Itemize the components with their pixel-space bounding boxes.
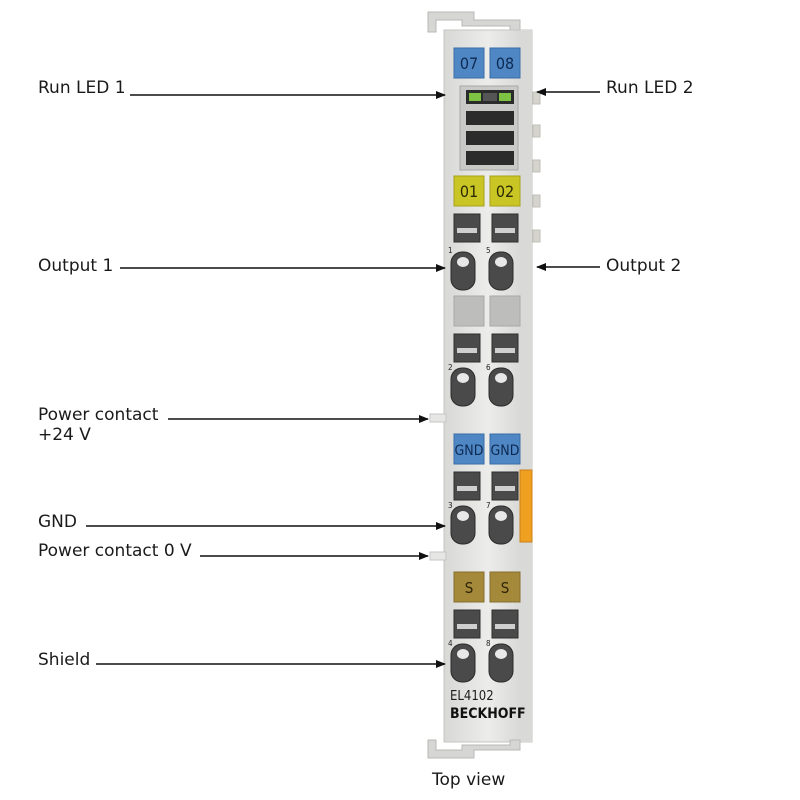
contact-number-1: 1: [448, 246, 453, 255]
contact-number-6: 6: [486, 363, 491, 372]
label-power-contact-24v-line1: Power contact: [38, 405, 159, 425]
contact-row-3: [450, 471, 519, 545]
model-label: EL4102: [450, 689, 494, 704]
label-power-contact-24v: Power contact +24 V: [38, 405, 158, 445]
output-label-02: [489, 175, 521, 207]
label-shield: Shield: [38, 650, 91, 670]
label-power-contact-24v-line2: +24 V: [38, 425, 91, 445]
gnd-label-right-text: GND: [491, 443, 520, 459]
label-output-1: Output 1: [38, 256, 114, 276]
output-label-01: [453, 175, 485, 207]
contact-number-4: 4: [448, 639, 453, 648]
shield-label-left-text: S: [465, 579, 474, 597]
shield-label-left: [453, 571, 485, 603]
contact-number-7: 7: [486, 501, 491, 510]
led-label-08-text: 08: [496, 54, 514, 73]
shield-label-right: [489, 571, 521, 603]
output-label-02-text: 02: [496, 182, 514, 201]
contact-row-4: [450, 609, 519, 683]
run-led-1: [469, 93, 481, 101]
output-label-01-text: 01: [460, 182, 478, 201]
contact-row-2: [450, 333, 519, 407]
blank-label-left: [453, 295, 485, 327]
brand-label: BECKHOFF: [450, 706, 526, 722]
run-led-2: [499, 93, 511, 101]
label-run-led-2: Run LED 2: [606, 78, 694, 98]
gnd-label-right: [489, 433, 521, 465]
contact-number-3: 3: [448, 501, 453, 510]
contact-number-8: 8: [486, 639, 491, 648]
label-power-contact-0v: Power contact 0 V: [38, 541, 192, 561]
led-label-08: [489, 47, 521, 79]
contact-number-5: 5: [486, 246, 491, 255]
led-label-07-text: 07: [460, 54, 478, 73]
led-label-07: [453, 47, 485, 79]
led-window: [459, 85, 519, 171]
label-output-2: Output 2: [606, 256, 682, 276]
shield-label-right-text: S: [501, 579, 510, 597]
contact-row-1: [450, 213, 519, 291]
power-contact-24v: [429, 413, 447, 423]
blank-label-right: [489, 295, 521, 327]
bottom-clip: [427, 739, 521, 759]
gnd-label-left: [453, 433, 485, 465]
orange-tab: [519, 469, 533, 543]
top-clip: [427, 11, 521, 33]
contact-number-2: 2: [448, 363, 453, 372]
caption-top-view: Top view: [432, 770, 506, 790]
label-gnd: GND: [38, 512, 77, 532]
label-run-led-1: Run LED 1: [38, 78, 126, 98]
power-contact-0v: [429, 551, 447, 561]
gnd-label-left-text: GND: [455, 443, 484, 459]
